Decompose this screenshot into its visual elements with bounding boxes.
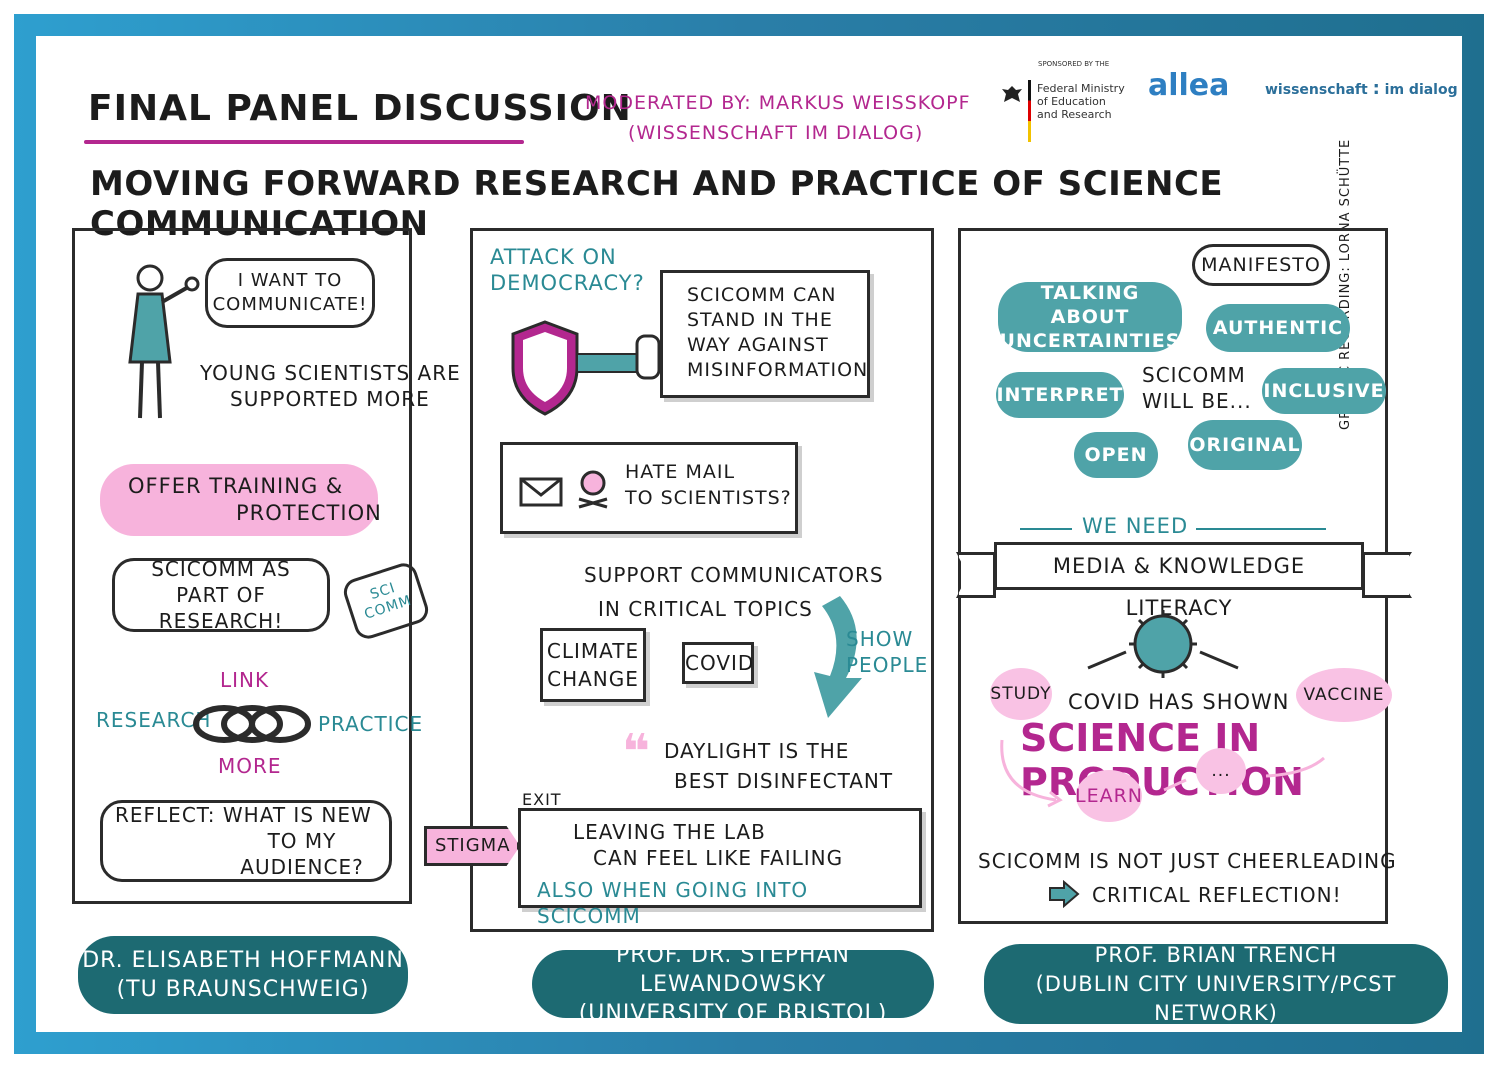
panel-lewandowsky [470,228,934,932]
ministry-name: Federal Ministry of Education and Resear… [1037,82,1125,121]
more-label: More [218,754,282,778]
skull-icon [575,469,611,513]
stand-against-misinformation-box: SciComm canstand in theway againstmisinf… [660,270,870,398]
open-bubble: Open [1074,432,1158,478]
scicomm-will-be-text: SciCommwill be... [1142,363,1252,413]
we-need-line-left [1020,528,1072,530]
chain-link-icon [186,694,316,758]
scicomm-part-of-research-bubble: SciComm aspart of research! [112,557,330,633]
show-people-text: Showpeople [846,627,929,677]
virus-icon [1086,608,1240,688]
authentic-bubble: Authentic [1206,304,1350,352]
moderator-line-1: Moderated by: Markus Weißkopf [585,92,971,114]
allea-logo: allea [1148,68,1230,103]
stigma-sign: Stigma [424,826,520,866]
learn-circle: Learn [1075,770,1142,822]
original-bubble: Original [1188,420,1302,470]
scientist-figure-icon [108,258,208,432]
hate-mail-box: Hate mailto scientists? [500,442,798,534]
critical-reflection-text: critical reflection! [1092,883,1342,907]
offer-training-highlight: Offer training & protection [100,464,381,536]
title-underline [84,140,524,144]
climate-change-box: Climatechange [540,628,646,702]
study-circle: Study [990,668,1052,720]
daylight-quote: Daylight is the best disinfectant [664,739,894,793]
wid-logo: wissenschaft : im dialog [1265,78,1458,99]
research-label: Research [96,708,212,732]
right-arrow-icon [1048,879,1080,912]
curved-arrow-icon [800,592,880,726]
shield-icon [505,318,675,422]
speaker-trench: Prof. Brian Trench(Dublin City Universit… [984,943,1448,1025]
interpret-bubble: Interpret [996,372,1124,418]
attack-on-democracy-text: Attack ondemocracy? [490,245,645,295]
talking-uncertainties-bubble: Talking aboutuncertainties [998,282,1182,352]
envelope-icon [519,477,563,511]
speaker-hoffmann: Dr. Elisabeth Hoffmann(TU Braunschweig) [78,936,408,1014]
not-cheerleading-text: SciComm is not just cheerleading [978,849,1397,873]
quote-mark-icon: ❝ [622,724,651,780]
page-title: Final Panel Discussion [88,88,632,129]
speaker-lewandowsky: Prof. Dr. Stephan Lewandowsky(University… [532,943,934,1026]
covid-box: Covid [682,642,754,684]
page-subtitle: Moving Forward Research and Practice of … [90,164,1224,244]
cycle-arrows-icon [996,736,1336,820]
we-need-line-right [1196,528,1326,530]
link-label: Link [220,668,270,692]
moderator-line-2: (Wissenschaft im Dialog) [628,122,924,144]
sponsored-by-label: SPONSORED BY THE [1038,60,1110,68]
want-to-communicate-bubble: I want tocommunicate! [205,258,375,328]
manifesto-bubble: Manifesto [1192,244,1330,286]
inclusive-bubble: Inclusive [1262,368,1386,414]
science-in-production-text: Science in Production [1020,716,1304,804]
we-need-label: We need [1082,514,1189,538]
ellipsis-circle: ... [1196,748,1246,794]
support-communicators-text: Support communicators in critical topics [584,563,884,621]
eagle-icon [1000,84,1024,110]
german-flag-bar [1028,80,1031,142]
covid-has-shown-text: Covid has shown [1068,690,1290,714]
media-literacy-banner: Media & Knowledge Literacy [994,542,1364,620]
young-scientists-text: Young scientists are supported more [200,361,461,411]
exit-sign-label: Exit [522,790,562,809]
panel-hoffmann [72,228,412,904]
reflect-bubble: Reflect: What is new to my audience? [100,800,392,882]
vaccine-circle: Vaccine [1296,668,1392,722]
leaving-the-lab-box: Leaving the lab can feel like failing al… [518,808,922,928]
practice-label: Practice [318,712,424,736]
